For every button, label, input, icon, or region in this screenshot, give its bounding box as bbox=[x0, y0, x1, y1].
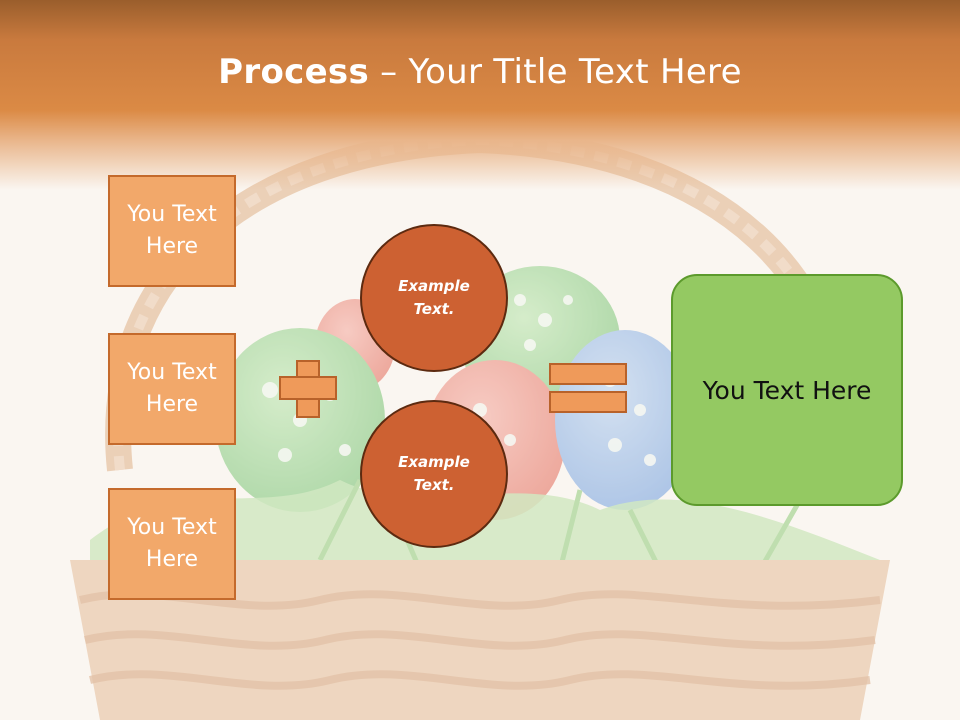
text-box-1[interactable]: You Text Here bbox=[108, 175, 236, 287]
title-dash: – bbox=[369, 52, 409, 92]
example-circle-1[interactable]: Example Text. bbox=[360, 224, 508, 372]
result-box[interactable]: You Text Here bbox=[671, 274, 903, 506]
slide-title: Process – Your Title Text Here bbox=[0, 52, 960, 92]
title-bold: Process bbox=[218, 52, 369, 92]
example-circle-2[interactable]: Example Text. bbox=[360, 400, 508, 548]
text-box-2[interactable]: You Text Here bbox=[108, 333, 236, 445]
title-rest: Your Title Text Here bbox=[409, 52, 742, 92]
header-band bbox=[0, 0, 960, 190]
text-box-3[interactable]: You Text Here bbox=[108, 488, 236, 600]
